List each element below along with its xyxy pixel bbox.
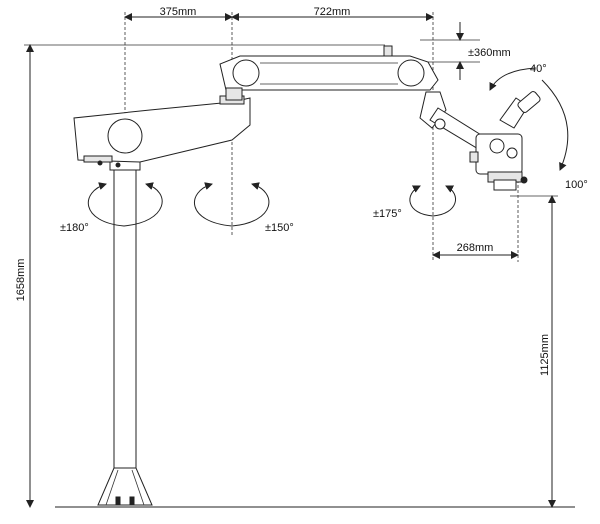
rotation-arm: ±150°: [194, 182, 294, 234]
second-arm-joint-left: [232, 59, 260, 87]
dim-1125-label: 1125mm: [539, 334, 551, 376]
dim-268-label: 268mm: [457, 242, 494, 254]
tilt-down-arrow: [541, 79, 569, 171]
top-dimensions: 375mm 722mm: [124, 6, 434, 260]
first-arm-body: [73, 97, 251, 163]
tilt-up-arrow: [489, 67, 537, 91]
rotation-stand: ±180°: [60, 182, 163, 234]
rotation-head: ±175°: [373, 185, 457, 220]
eyepieces: [517, 91, 541, 113]
stand-column: [113, 167, 137, 469]
second-arm-joint-right: [397, 59, 425, 87]
dim-360-label: ±360mm: [468, 47, 511, 59]
stand-base-legs: [97, 467, 153, 506]
second-arm: [219, 45, 439, 101]
tilt-up-label: 40°: [530, 63, 547, 75]
dim-375-label: 375mm: [160, 6, 197, 18]
offset-dim: 268mm: [432, 180, 519, 262]
second-arm-body: [219, 55, 439, 91]
first-arm: [73, 95, 251, 168]
tilt-down-label: 100°: [565, 179, 588, 191]
first-arm-joint: [107, 118, 143, 154]
stand: [97, 159, 153, 506]
dim-1658-label: 1658mm: [15, 259, 27, 302]
dim-722-label: 722mm: [314, 6, 351, 18]
total-height-dim: 1658mm: [15, 44, 385, 508]
working-height-dim: 1125mm: [510, 195, 558, 508]
microscope-head: [419, 91, 541, 191]
rotation-stand-label: ±180°: [60, 222, 89, 234]
rotation-head-label: ±175°: [373, 208, 402, 220]
vertical-travel-dim: ±360mm: [420, 22, 511, 80]
arm-knob: [383, 45, 393, 57]
tilt-indicators: 40° 100°: [489, 63, 588, 191]
rotation-arm-label: ±150°: [265, 222, 294, 234]
